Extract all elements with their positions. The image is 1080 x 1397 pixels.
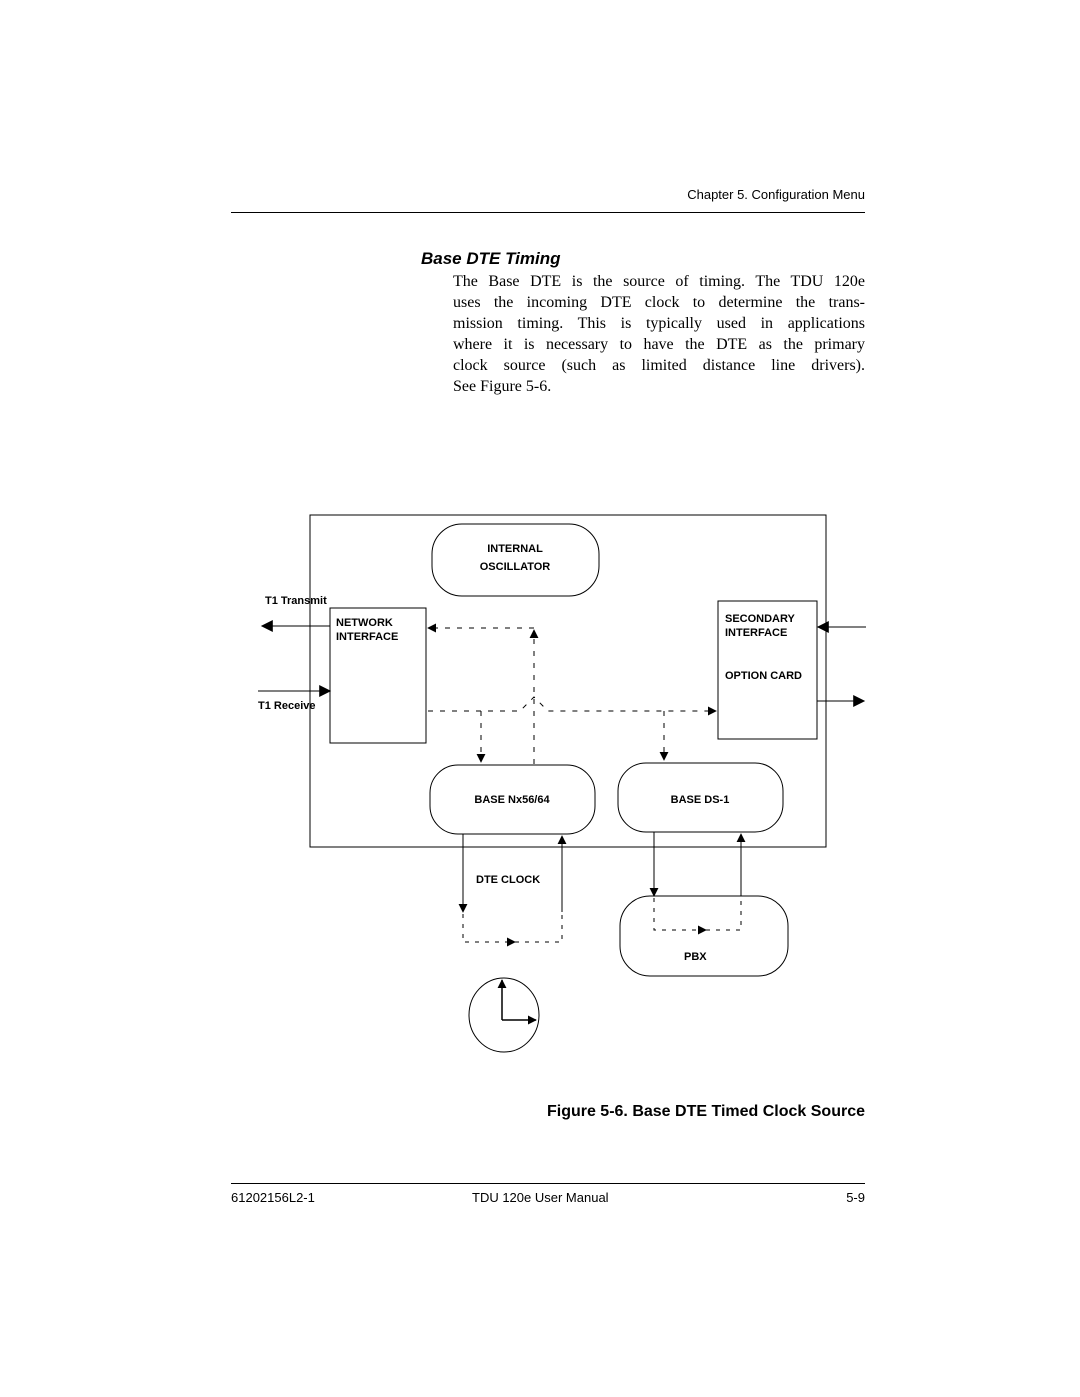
body-paragraph: The Base DTE is the source of timing. Th… [453,271,865,397]
paragraph-line: uses the incoming DTE clock to determine… [453,294,865,311]
dte-clock-dashed [462,914,516,947]
network-interface-box [329,607,427,744]
secondary-interface-label: SECONDARY [725,613,796,625]
footer-page-number: 5-9 [846,1190,865,1205]
base-nx-label: BASE Nx56/64 [474,794,550,806]
secondary-interface-label: INTERFACE [725,627,787,639]
base-ds1-label: BASE DS-1 [671,794,730,806]
footer-rule [231,1183,865,1184]
t1-receive-label: T1 Receive [258,700,315,712]
internal-oscillator-box [431,523,600,597]
paragraph-line: where it is necessary to have the DTE as… [453,336,865,353]
clock-icon [468,977,540,1053]
section-title: Base DTE Timing [421,249,561,268]
pbx-box [619,895,789,977]
network-interface-label: NETWORK [336,617,393,629]
base-ds1-box [617,762,784,833]
paragraph-line: The Base DTE is the source of timing. Th… [453,273,865,290]
network-interface-label: INTERFACE [336,631,398,643]
pbx-dashed [653,898,707,935]
base-nx-box [429,764,596,835]
footer-doc-number: 61202156L2-1 [231,1190,315,1205]
figure-caption: Figure 5-6. Base DTE Timed Clock Source [546,1103,865,1120]
running-header: Chapter 5. Configuration Menu [687,187,865,202]
pbx-dashed [706,898,742,931]
secondary-interface-box [717,600,818,740]
option-card-label: OPTION CARD [725,670,802,682]
paragraph-line: See Figure 5-6. [453,378,552,395]
timing-diagram: INTERNAL OSCILLATOR NETWORK INTERFACE SE… [258,514,866,1053]
footer-manual-title: TDU 120e User Manual [472,1190,609,1205]
dte-clock-dashed [515,914,563,943]
timing-path [428,696,717,716]
unit-outline [309,514,827,848]
paragraph-line: mission timing. This is typically used i… [453,315,865,332]
paragraph-line: clock source (such as limited distance l… [453,357,865,374]
internal-oscillator-label: INTERNAL [487,543,543,555]
pbx-label: PBX [684,951,707,963]
internal-oscillator-label: OSCILLATOR [480,561,551,573]
t1-transmit-label: T1 Transmit [265,595,327,607]
dte-clock-label: DTE CLOCK [476,874,540,886]
header-rule [231,212,865,213]
